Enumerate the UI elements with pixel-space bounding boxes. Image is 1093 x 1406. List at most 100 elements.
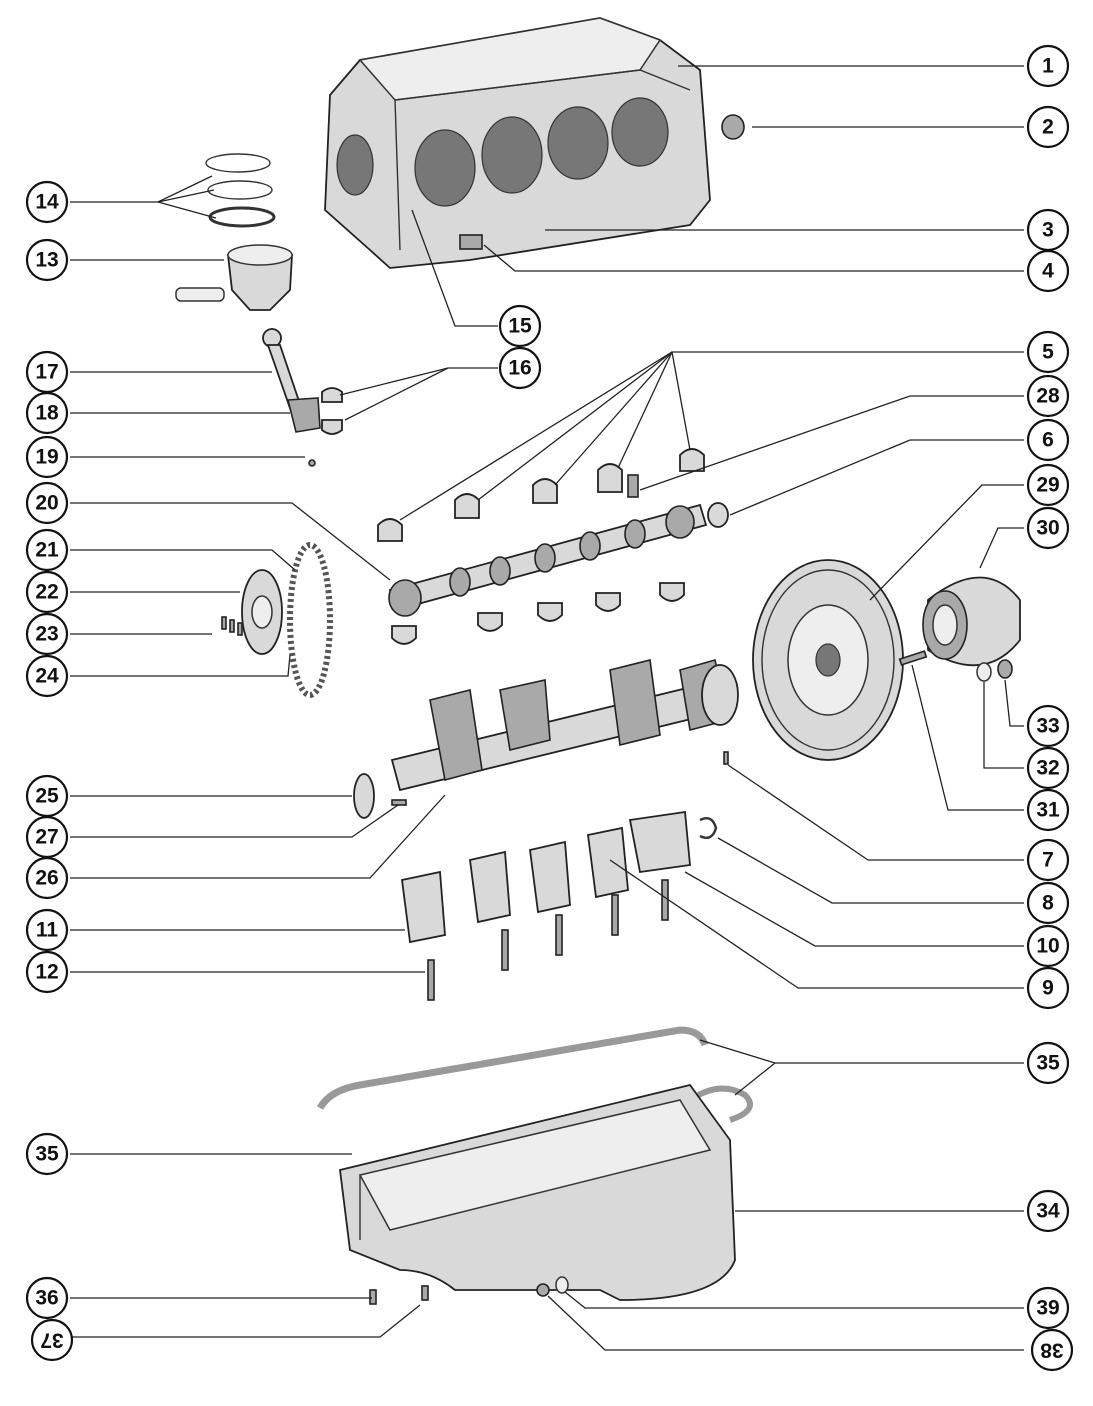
callout: 4 bbox=[1026, 249, 1070, 293]
svg-text:33: 33 bbox=[1036, 715, 1059, 738]
svg-text:16: 16 bbox=[508, 357, 531, 380]
camshaft-sprocket bbox=[241, 569, 283, 655]
timing-chain bbox=[287, 542, 333, 698]
callout: 8 bbox=[1026, 881, 1070, 925]
sprocket-bolts bbox=[221, 616, 243, 636]
callout: 6 bbox=[1026, 418, 1070, 462]
callout: 16 bbox=[498, 346, 542, 390]
crankshaft bbox=[390, 658, 739, 792]
callout: 34 bbox=[1026, 1189, 1070, 1233]
svg-text:19: 19 bbox=[35, 446, 58, 469]
callout: 14 bbox=[25, 180, 69, 224]
cylinder-block bbox=[324, 17, 711, 269]
svg-text:12: 12 bbox=[35, 961, 58, 984]
svg-text:24: 24 bbox=[35, 665, 59, 688]
callout: 15 bbox=[498, 304, 542, 348]
callout: 7 bbox=[1026, 838, 1070, 882]
callout: 35 bbox=[1026, 1041, 1070, 1085]
svg-text:27: 27 bbox=[35, 826, 58, 849]
svg-text:6: 6 bbox=[1042, 429, 1054, 452]
svg-text:5: 5 bbox=[1042, 341, 1054, 364]
svg-text:18: 18 bbox=[35, 402, 59, 425]
freeze-plug bbox=[721, 114, 745, 140]
svg-text:30: 30 bbox=[1036, 517, 1059, 540]
callout: 33 bbox=[1026, 704, 1070, 748]
svg-text:9: 9 bbox=[1042, 977, 1054, 1000]
svg-text:3: 3 bbox=[1042, 219, 1054, 242]
svg-text:28: 28 bbox=[1036, 385, 1060, 408]
leader-lines bbox=[70, 65, 1024, 1351]
svg-text:29: 29 bbox=[1036, 474, 1059, 497]
stud-washer-nut bbox=[898, 650, 1013, 682]
svg-text:15: 15 bbox=[508, 315, 532, 338]
callout: 29 bbox=[1026, 463, 1070, 507]
svg-text:23: 23 bbox=[35, 623, 58, 646]
callout: 36 bbox=[25, 1276, 69, 1320]
main-cap-bolts bbox=[427, 879, 669, 1001]
callout: 9 bbox=[1026, 966, 1070, 1010]
svg-text:32: 32 bbox=[1036, 757, 1059, 780]
bearing-key bbox=[627, 474, 639, 498]
main-bearing-caps bbox=[401, 810, 718, 944]
drive-coupler bbox=[922, 576, 1021, 667]
callout: 20 bbox=[25, 481, 69, 525]
callout: 26 bbox=[25, 856, 69, 900]
piston-rings bbox=[205, 153, 276, 228]
svg-text:22: 22 bbox=[35, 581, 58, 604]
svg-text:35: 35 bbox=[1036, 1052, 1060, 1075]
svg-text:11: 11 bbox=[36, 919, 59, 942]
svg-text:34: 34 bbox=[1036, 1200, 1060, 1223]
svg-text:38: 38 bbox=[1040, 1339, 1064, 1362]
svg-text:31: 31 bbox=[1036, 799, 1060, 822]
callout: 37 bbox=[30, 1318, 74, 1362]
flywheel bbox=[752, 559, 904, 761]
svg-text:35: 35 bbox=[35, 1143, 59, 1166]
svg-text:26: 26 bbox=[35, 867, 58, 890]
dowel-pin bbox=[723, 751, 729, 765]
callout: 2 bbox=[1026, 105, 1070, 149]
callout: 18 bbox=[25, 391, 69, 435]
callout: 22 bbox=[25, 570, 69, 614]
camshaft bbox=[388, 503, 708, 617]
svg-text:25: 25 bbox=[35, 785, 59, 808]
svg-text:7: 7 bbox=[1042, 849, 1054, 872]
piston bbox=[175, 244, 293, 311]
callout: 3 bbox=[1026, 208, 1070, 252]
callout: 39 bbox=[1026, 1286, 1070, 1330]
callout: 17 bbox=[25, 350, 69, 394]
callout: 12 bbox=[25, 950, 69, 994]
oil-pan-fasteners bbox=[369, 1276, 569, 1305]
callout: 13 bbox=[25, 238, 69, 282]
main-bearings-lower bbox=[391, 582, 685, 645]
svg-text:14: 14 bbox=[35, 191, 59, 214]
camshaft-plug bbox=[707, 502, 729, 528]
callout: 21 bbox=[25, 528, 69, 572]
svg-text:17: 17 bbox=[35, 361, 58, 384]
callout: 23 bbox=[25, 612, 69, 656]
svg-text:39: 39 bbox=[1036, 1297, 1059, 1320]
callout: 27 bbox=[25, 815, 69, 859]
callout: 11 bbox=[25, 908, 69, 952]
svg-text:2: 2 bbox=[1042, 116, 1054, 139]
connecting-rod bbox=[262, 328, 321, 467]
callout: 1 bbox=[1026, 44, 1070, 88]
callout: 25 bbox=[25, 774, 69, 818]
crankshaft-sprocket bbox=[353, 773, 407, 819]
callout: 31 bbox=[1026, 788, 1070, 832]
svg-text:1: 1 bbox=[1042, 55, 1054, 78]
callout: 32 bbox=[1026, 746, 1070, 790]
oil-pan bbox=[339, 1083, 736, 1301]
rod-bearings bbox=[321, 387, 343, 435]
svg-text:21: 21 bbox=[35, 539, 59, 562]
oil-pan-gaskets bbox=[316, 1026, 753, 1123]
callout: 10 bbox=[1026, 924, 1070, 968]
svg-text:13: 13 bbox=[35, 249, 58, 272]
callout: 24 bbox=[25, 654, 69, 698]
callout: 30 bbox=[1026, 506, 1070, 550]
svg-text:8: 8 bbox=[1042, 892, 1054, 915]
callout: 35 bbox=[25, 1132, 69, 1176]
svg-text:37: 37 bbox=[40, 1329, 63, 1352]
svg-text:4: 4 bbox=[1042, 260, 1054, 283]
callout: 28 bbox=[1026, 374, 1070, 418]
